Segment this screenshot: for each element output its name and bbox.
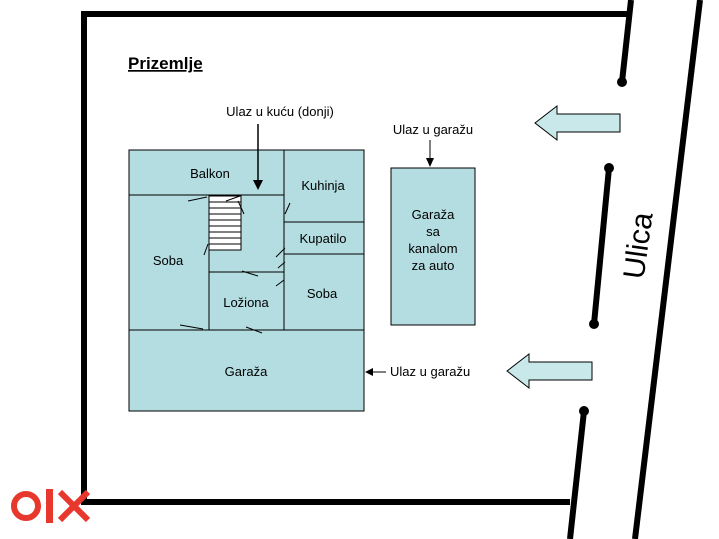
- room-garaza-main: [128, 329, 365, 412]
- room-lozionica: [208, 271, 285, 331]
- street-arrow-bottom: [506, 352, 593, 390]
- room-garaza-separate: [390, 167, 476, 326]
- arrow-entrance-garage-bottom: [365, 368, 386, 376]
- label-soba-left: Soba: [153, 253, 184, 268]
- label-lozionica: Ložiona: [223, 295, 269, 310]
- street-arrow-top: [534, 104, 621, 142]
- arrow-entrance-house: [253, 124, 263, 190]
- label-soba-right: Soba: [307, 286, 338, 301]
- label-garaza-separate-1: Garaža: [412, 207, 455, 222]
- label-garaza-separate-4: za auto: [412, 258, 455, 273]
- label-entrance-garage-top: Ulaz u garažu: [393, 122, 473, 137]
- arrow-entrance-garage-top: [426, 140, 434, 167]
- label-kuhinja: Kuhinja: [301, 178, 345, 193]
- property-boundary: [81, 11, 629, 505]
- label-balkon: Balkon: [190, 166, 230, 181]
- label-entrance-house: Ulaz u kuću (donji): [226, 104, 334, 119]
- label-entrance-garage-bottom: Ulaz u garažu: [390, 364, 470, 379]
- street-edge-left: [567, 0, 634, 539]
- street-edge-right: [632, 0, 703, 539]
- label-garaza-separate-3: kanalom: [408, 241, 457, 256]
- olx-logo: [11, 489, 91, 523]
- door-marks: [179, 195, 291, 334]
- street-label: Ulica: [618, 210, 660, 281]
- plan-title: Prizemlje: [128, 54, 203, 73]
- label-kupatilo: Kupatilo: [300, 231, 347, 246]
- room-soba-left: [128, 194, 210, 331]
- stairs: [208, 195, 242, 251]
- label-garaza-separate-2: sa: [426, 224, 441, 239]
- label-garaza-main: Garaža: [225, 364, 268, 379]
